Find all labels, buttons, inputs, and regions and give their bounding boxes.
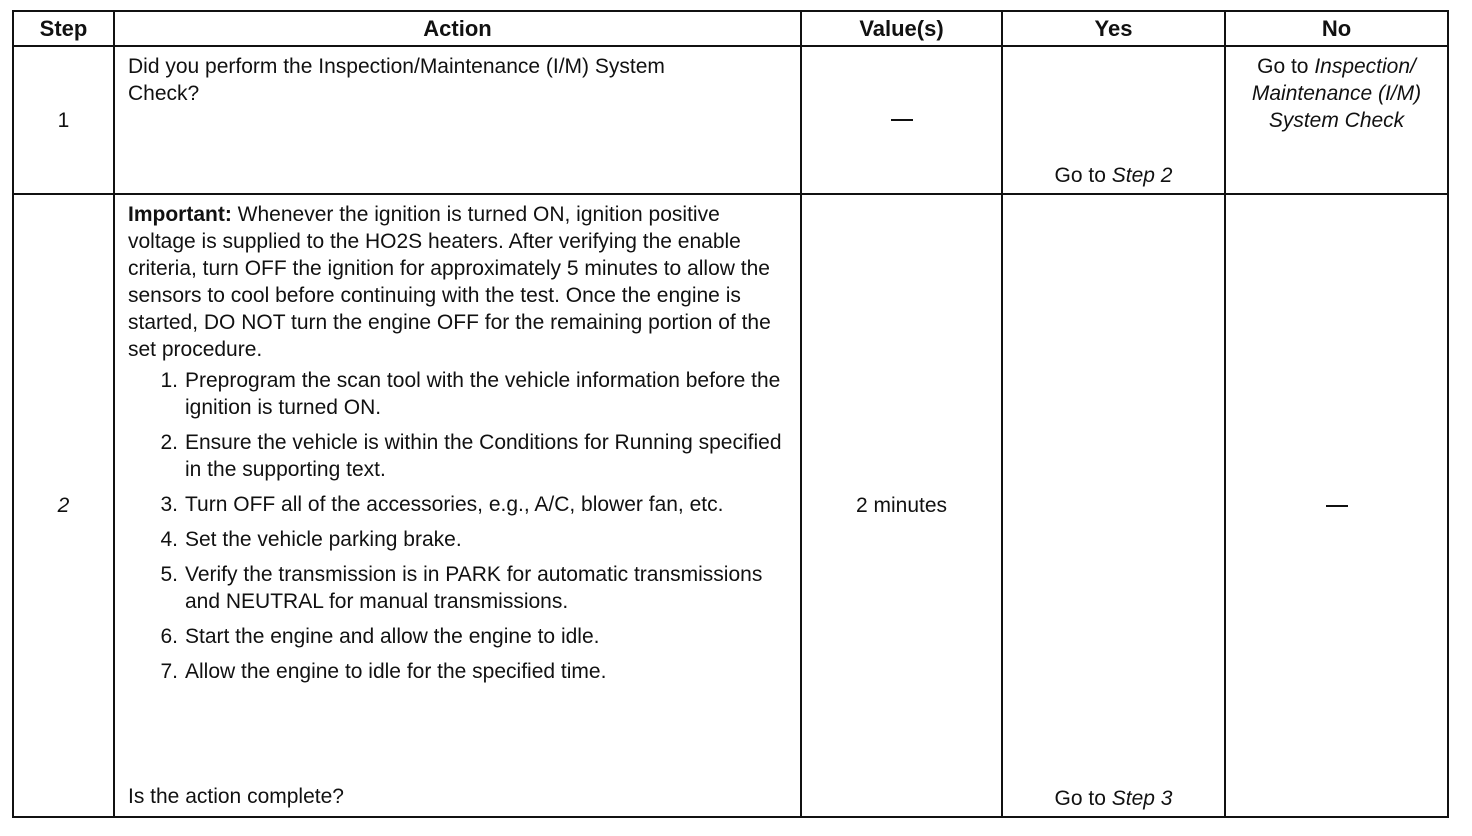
list-item-number: 1. — [160, 369, 178, 392]
question-text: Is the action complete? — [128, 785, 344, 808]
no-link-im-system-check[interactable]: Inspection/ Maintenance (I/M) System Che… — [1251, 55, 1422, 132]
list-item: 3. Turn OFF all of the accessories, e.g.,… — [128, 491, 790, 518]
important-text: Whenever the ignition is turned ON, igni… — [128, 203, 771, 361]
yes-instruction: Go to Step 3 — [1003, 785, 1224, 816]
action-text: Did you perform the Inspection/Maintenan… — [128, 55, 665, 105]
dash-value — [890, 119, 913, 121]
value-cell: 2 minutes — [802, 195, 1003, 816]
header-values: Value(s) — [802, 12, 1003, 45]
table-row: 2 Important: Whenever the ignition is tu… — [14, 195, 1447, 816]
list-item: 4. Set the vehicle parking brake. — [128, 526, 790, 553]
list-item-text: Turn OFF all of the accessories, e.g., A… — [185, 493, 724, 516]
list-item: 5. Verify the transmission is in PARK for… — [128, 561, 790, 615]
action-cell: Did you perform the Inspection/Maintenan… — [115, 47, 802, 193]
table-header-row: Step Action Value(s) Yes No — [14, 12, 1447, 47]
yes-prefix: Go to — [1054, 787, 1112, 810]
list-item-text: Allow the engine to idle for the specifi… — [185, 660, 607, 683]
header-action: Action — [115, 12, 802, 45]
list-item: 2. Ensure the vehicle is within the Condi… — [128, 429, 790, 483]
header-step: Step — [14, 12, 115, 45]
list-item-number: 5. — [160, 563, 178, 586]
step-number: 1 — [14, 47, 115, 193]
yes-link-step-3[interactable]: Step 3 — [1111, 787, 1173, 810]
header-no: No — [1321, 16, 1352, 41]
yes-prefix: Go to — [1054, 164, 1112, 187]
header-yes: Yes — [1003, 12, 1226, 45]
yes-cell: Go to Step 3 — [1003, 195, 1226, 816]
list-item-number: 6. — [160, 625, 178, 648]
list-item: 6. Start the engine and allow the engine … — [128, 623, 790, 650]
list-item: 7. Allow the engine to idle for the speci… — [128, 658, 790, 685]
list-item-text: Start the engine and allow the engine to… — [185, 625, 600, 648]
list-item-number: 2. — [160, 431, 178, 454]
no-instruction: Go to Inspection/ Maintenance (I/M) Syst… — [1226, 53, 1447, 134]
diagnostic-table: Step Action Value(s) Yes No 1 Did you pe… — [12, 10, 1449, 818]
list-item-number: 7. — [160, 660, 178, 683]
no-prefix: Go to — [1257, 55, 1315, 78]
yes-link-step-2[interactable]: Step 2 — [1111, 164, 1173, 187]
list-item-text: Preprogram the scan tool with the vehicl… — [185, 369, 781, 419]
list-item-text: Set the vehicle parking brake. — [185, 528, 462, 551]
action-text: Important: Whenever the ignition is turn… — [115, 195, 800, 685]
list-item-number: 4. — [160, 528, 178, 551]
important-label: Important: — [128, 203, 232, 226]
step-number: 2 — [14, 195, 115, 816]
no-cell: Go to Inspection/ Maintenance (I/M) Syst… — [1226, 47, 1447, 193]
yes-cell: Go to Step 2 — [1003, 47, 1226, 193]
value-cell: — — [802, 47, 1003, 193]
list-item-text: Verify the transmission is in PARK for a… — [185, 563, 763, 613]
list-item: 1. Preprogram the scan tool with the vehi… — [128, 367, 790, 421]
yes-instruction: Go to Step 2 — [1003, 162, 1224, 193]
action-cell: Important: Whenever the ignition is turn… — [115, 195, 802, 816]
list-item-number: 3. — [160, 493, 178, 516]
list-item-text: Ensure the vehicle is within the Conditi… — [185, 431, 782, 481]
dash-value — [1325, 504, 1348, 507]
table-row: 1 Did you perform the Inspection/Mainten… — [14, 47, 1447, 195]
no-cell: — — [1226, 195, 1447, 816]
procedure-list: 1. Preprogram the scan tool with the vehi… — [128, 367, 790, 685]
